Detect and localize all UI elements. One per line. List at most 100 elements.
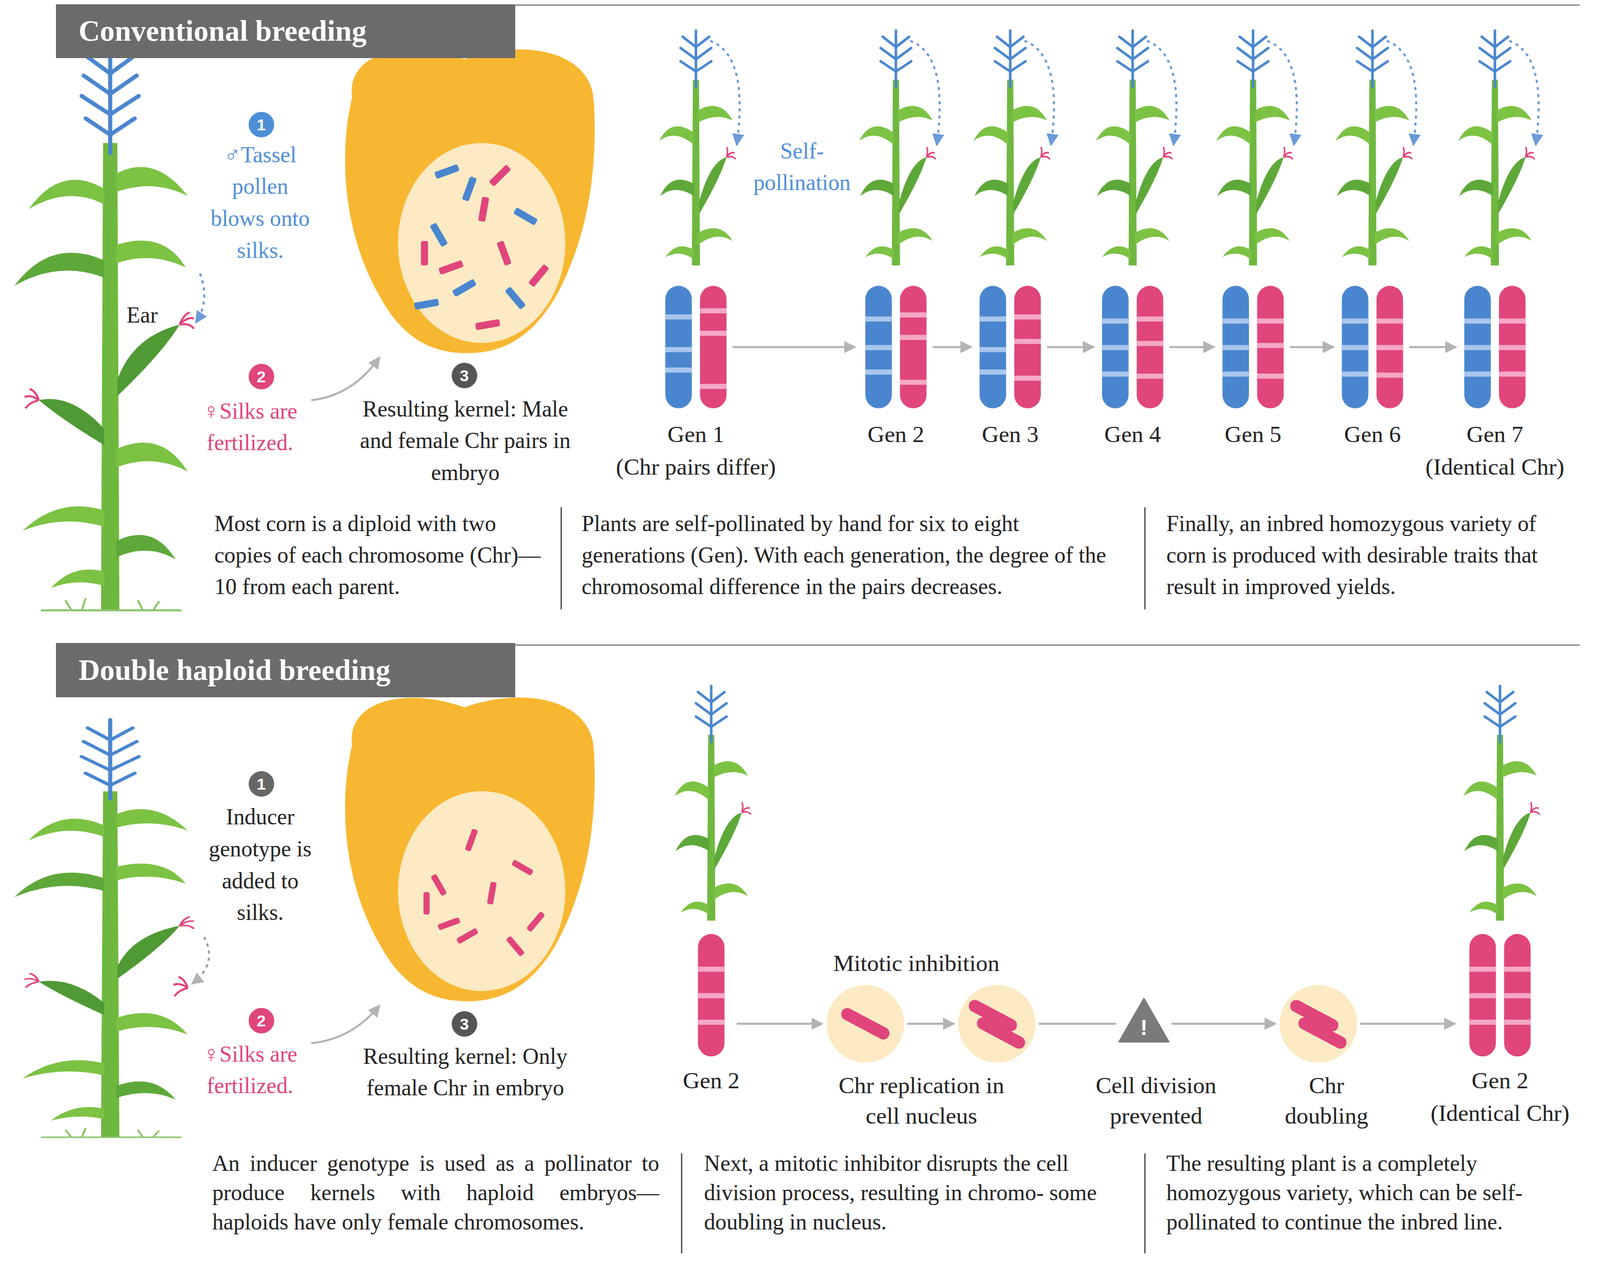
embryo-chromosomes	[413, 163, 550, 331]
description-text: An inducer genotype is used as a pollina…	[212, 1148, 660, 1237]
chromosome-pair	[699, 330, 727, 336]
haploid-chromosome	[698, 966, 725, 1025]
embryo-chromosomes	[420, 241, 428, 266]
divider-line	[1143, 1153, 1146, 1254]
separator-line	[515, 644, 1580, 646]
chromosome-pair	[900, 312, 927, 385]
chromosome-pair	[1136, 285, 1164, 409]
callout-digit: 1	[256, 115, 267, 134]
haploid-chromosome	[698, 933, 725, 1057]
chromosome-pair	[1341, 318, 1369, 377]
haploid-chromosome	[698, 1019, 725, 1025]
callout-text: Inducer genotype is added to silks.	[198, 800, 322, 929]
embryo-chromosomes	[451, 278, 477, 297]
callout-number: 1	[248, 111, 275, 138]
embryo-chromosomes	[464, 828, 479, 852]
chromosome-pair	[665, 367, 692, 373]
chromosome-pair	[1376, 372, 1403, 378]
haploid-chromosome	[698, 966, 725, 972]
chromosome-pair	[1014, 375, 1041, 381]
warning-mark: !	[1140, 1015, 1148, 1040]
self-pollinating-plant	[659, 30, 1539, 265]
chromosome-pair	[979, 316, 1007, 322]
generation-label: Gen 2	[660, 1066, 763, 1095]
step-label: Chr replication in cell nucleus	[837, 1069, 1006, 1131]
chromosome-pair	[665, 314, 692, 373]
embryo-chromosomes	[430, 873, 447, 896]
callout-number: 1	[248, 770, 275, 797]
process-arrow	[1171, 1022, 1276, 1025]
chromosome-pair	[900, 312, 927, 318]
chromosome-pair	[1469, 1019, 1496, 1025]
embryo-chromosomes	[475, 318, 501, 331]
embryo-chromosomes	[423, 892, 430, 915]
generation-note: (Identical Chr)	[1402, 452, 1587, 482]
chromosome-pair	[1222, 285, 1250, 409]
chromosome-pair	[699, 383, 727, 389]
chromosome-pair	[1136, 373, 1164, 379]
caption-text: Resulting kernel: Only female Chr in emb…	[349, 1040, 583, 1104]
chromosome-pair	[979, 316, 1007, 375]
generation-label: Gen 7	[1443, 420, 1546, 449]
corn-plant	[14, 719, 194, 1137]
callout-digit: 3	[459, 1014, 470, 1033]
divider-line	[680, 1153, 683, 1254]
chromosome-pair	[900, 285, 927, 409]
chromosome-pair	[1257, 318, 1285, 379]
corn-plant	[674, 685, 1540, 921]
embryo-chromosomes	[456, 927, 479, 944]
embryo-chromosomes	[506, 935, 526, 957]
callout-digit: 2	[256, 1011, 267, 1030]
description-text: Finally, an inbred homozygous variety of…	[1166, 508, 1580, 603]
chromosome-pair	[1464, 344, 1491, 350]
caption-text: Resulting kernel: Male and female Chr pa…	[345, 393, 586, 489]
step-label: Cell division prevented	[1079, 1069, 1233, 1131]
chromosome-pair	[1376, 318, 1403, 378]
callout-text: ♀Silks are fertilized.	[186, 395, 314, 459]
embryo-chromosomes	[462, 175, 478, 202]
process-label: Mitotic inhibition	[799, 949, 1034, 978]
generation-arrow	[1046, 345, 1094, 349]
chromosome-pair	[1499, 344, 1526, 350]
callout-text: ♀Silks are fertilized.	[186, 1038, 314, 1102]
chromosome-pair	[1469, 933, 1531, 1057]
embryo-chromosomes	[437, 917, 461, 931]
callout-number: 3	[451, 362, 478, 389]
process-arrow	[1038, 1022, 1117, 1025]
chromosome-pair	[1499, 371, 1526, 377]
chromosome-pair	[1014, 338, 1041, 344]
callout-number: 2	[248, 1007, 275, 1034]
haploid-chromosome	[698, 993, 725, 998]
generation-label: Gen 3	[959, 420, 1062, 449]
generation-label: Gen 4	[1081, 420, 1184, 449]
chromosome-pair	[865, 369, 893, 375]
chromosome-pair	[1341, 318, 1369, 324]
chromosome-pair	[1376, 318, 1403, 324]
chromosome-pair	[1499, 318, 1526, 377]
chromosome-pair	[1102, 285, 1129, 409]
chromosome-pair	[1341, 285, 1369, 409]
corn-kernel	[345, 697, 596, 1002]
section-title: Conventional breeding	[78, 14, 367, 48]
chromosome-pair	[1499, 318, 1526, 324]
chromosome-pair	[1257, 373, 1285, 379]
self-pollinating-plant	[1216, 30, 1297, 265]
chromosome-pair	[1014, 314, 1041, 381]
chromosome-pair	[1469, 966, 1531, 1025]
fertilize-arrow	[311, 357, 380, 401]
generation-arrow	[732, 345, 856, 349]
generation-arrow	[1409, 345, 1457, 349]
separator-line	[515, 4, 1580, 6]
generation-note: (Chr pairs differ)	[588, 452, 803, 482]
embryo-chromosomes	[513, 207, 539, 226]
corn-plant	[14, 46, 194, 611]
embryo-chromosomes	[434, 163, 460, 180]
chromosome-pair	[1469, 966, 1496, 972]
self-pollinating-plant	[973, 30, 1054, 265]
chromosome-pair	[1136, 340, 1164, 346]
description-text: The resulting plant is a completely homo…	[1166, 1148, 1585, 1237]
chromosome-pair	[1257, 285, 1285, 409]
chromosome-pair	[1102, 318, 1129, 324]
haploid-chromosome	[698, 933, 725, 1057]
